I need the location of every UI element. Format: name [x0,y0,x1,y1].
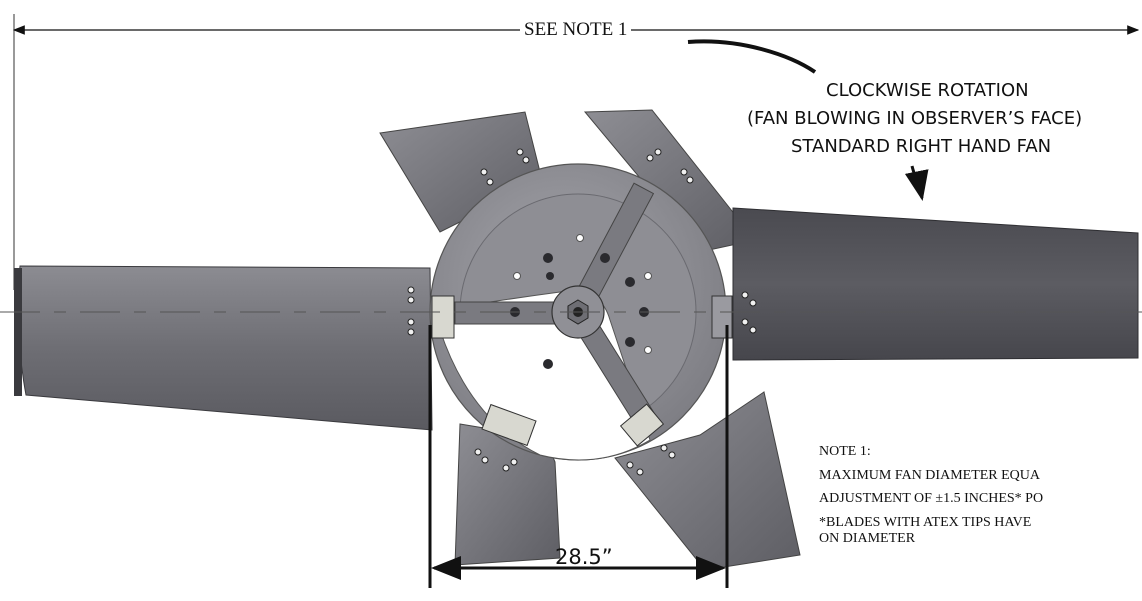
blade-clamps [407,148,757,476]
note-line-1: MAXIMUM FAN DIAMETER EQUA [819,468,1041,483]
note-line-3: *BLADES WITH ATEX TIPS HAVE [819,515,1032,530]
blade-left [17,265,433,431]
note-line-2: ADJUSTMENT OF ±1.5 INCHES* PO [819,491,1044,506]
rotation-label-line2: (FAN BLOWING IN OBSERVER’S FACE) [747,108,1083,129]
note-line-4: ON DIAMETER [819,531,916,546]
rotation-callout-arrow [904,165,929,201]
collar-right [711,295,733,339]
blade-left-root-strip [14,268,22,396]
note-heading: NOTE 1: [819,444,871,459]
rotation-label-line1: CLOCKWISE ROTATION [826,80,1029,101]
hub-dimension-label: 28.5” [555,545,613,569]
blade-right [732,207,1139,361]
rotation-label-line3: STANDARD RIGHT HAND FAN [791,136,1052,157]
collar-bottom-right [619,403,665,447]
small-holes [513,234,652,354]
see-note-callout-arrow [687,39,817,74]
collar-left [431,295,455,339]
see-note-label: SEE NOTE 1 [520,19,632,41]
collar-bottom-left [481,403,537,447]
blade-bottom-right [614,391,801,571]
